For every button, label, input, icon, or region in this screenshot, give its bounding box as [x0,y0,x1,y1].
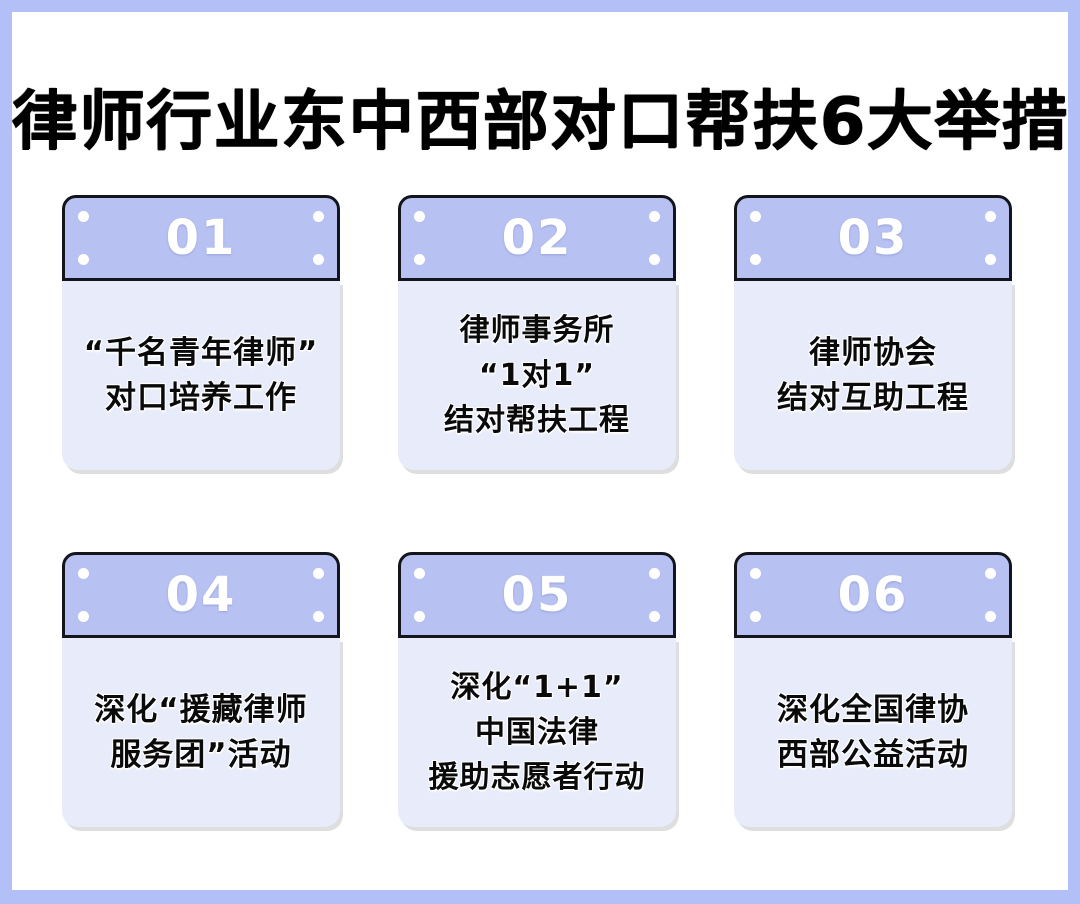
screw-dot-icon [649,568,660,579]
screw-dot-icon [78,568,89,579]
screw-dot-icon [313,211,324,222]
measure-card-04-line-2: 服务团”活动 [110,736,292,773]
measure-card-06-header: 06 [734,552,1012,638]
screw-dot-icon [313,611,324,622]
measure-card-05-body: 深化“1+1” 中国法律 援助志愿者行动 [398,638,676,827]
measure-card-02-number: 02 [501,210,573,266]
measure-card-04-number: 04 [165,567,237,623]
measure-card-06-body: 深化全国律协 西部公益活动 [734,638,1012,827]
screw-dot-icon [649,611,660,622]
measure-card-01[interactable]: 01 “千名青年律师” 对口培养工作 [62,195,340,470]
screw-dot-icon [414,568,425,579]
screw-dot-icon [985,568,996,579]
screw-dot-icon [750,568,761,579]
measure-card-02-line-2: “1对1” [478,358,596,393]
measure-card-06-number: 06 [837,567,909,623]
screw-dot-icon [750,211,761,222]
measure-card-05-header: 05 [398,552,676,638]
measure-card-05-line-1: 深化“1+1” [450,670,624,705]
measure-card-02-line-3: 结对帮扶工程 [444,403,630,438]
screw-dot-icon [750,611,761,622]
measure-card-01-body: “千名青年律师” 对口培养工作 [62,281,340,470]
screw-dot-icon [750,254,761,265]
measure-card-05-line-2: 中国法律 [475,715,599,750]
screw-dot-icon [414,611,425,622]
measure-card-03-line-1: 律师协会 [809,335,937,372]
screw-dot-icon [78,254,89,265]
page-title: 律师行业东中西部对口帮扶6大举措 [11,84,1069,159]
measure-card-06-line-2: 西部公益活动 [777,736,969,773]
measure-card-03-body: 律师协会 结对互助工程 [734,281,1012,470]
measure-card-04-header: 04 [62,552,340,638]
measure-card-03-number: 03 [837,210,909,266]
measure-card-01-number: 01 [165,210,237,266]
measure-card-04-body: 深化“援藏律师 服务团”活动 [62,638,340,827]
screw-dot-icon [985,211,996,222]
screw-dot-icon [78,211,89,222]
measure-card-04-line-1: 深化“援藏律师 [94,692,308,729]
measure-card-03-header: 03 [734,195,1012,281]
page-title-container: 律师行业东中西部对口帮扶6大举措 [11,46,1069,199]
measures-grid: 01 “千名青年律师” 对口培养工作 02 [62,195,1018,827]
measure-card-06[interactable]: 06 深化全国律协 西部公益活动 [734,552,1012,827]
measure-card-06-line-1: 深化全国律协 [777,692,969,729]
screw-dot-icon [313,254,324,265]
measure-card-02-line-1: 律师事务所 [459,313,615,348]
screw-dot-icon [985,254,996,265]
measures-grid-row-2: 04 深化“援藏律师 服务团”活动 05 [62,552,1018,827]
screw-dot-icon [313,568,324,579]
measure-card-05-line-3: 援助志愿者行动 [428,760,646,795]
screw-dot-icon [985,611,996,622]
measure-card-02-body: 律师事务所 “1对1” 结对帮扶工程 [398,281,676,470]
measure-card-04[interactable]: 04 深化“援藏律师 服务团”活动 [62,552,340,827]
measure-card-03-line-2: 结对互助工程 [777,379,969,416]
poster-canvas: 律师行业东中西部对口帮扶6大举措 01 “千名青年律师” 对口培养工作 [11,12,1069,890]
screw-dot-icon [649,254,660,265]
measure-card-01-line-2: 对口培养工作 [105,379,297,416]
measure-card-05[interactable]: 05 深化“1+1” 中国法律 援助志愿者行动 [398,552,676,827]
measures-grid-row-1: 01 “千名青年律师” 对口培养工作 02 [62,195,1018,470]
measure-card-05-number: 05 [501,567,573,623]
screw-dot-icon [78,611,89,622]
measure-card-03[interactable]: 03 律师协会 结对互助工程 [734,195,1012,470]
measure-card-01-line-1: “千名青年律师” [83,335,319,372]
measure-card-02-header: 02 [398,195,676,281]
screw-dot-icon [414,211,425,222]
measure-card-01-header: 01 [62,195,340,281]
screw-dot-icon [414,254,425,265]
screw-dot-icon [649,211,660,222]
measure-card-02[interactable]: 02 律师事务所 “1对1” 结对帮扶工程 [398,195,676,470]
